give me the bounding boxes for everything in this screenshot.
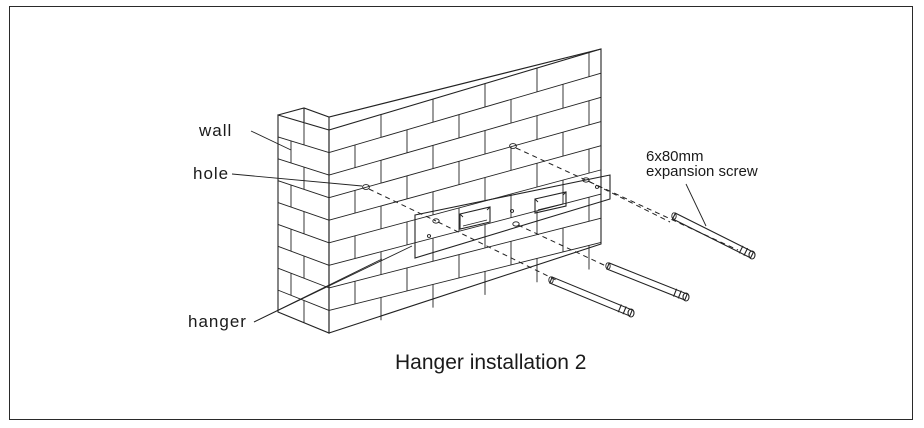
- wall-holes: [362, 143, 517, 190]
- wall-front-face: [328, 48, 602, 334]
- hanger-plate-outline: [414, 174, 611, 259]
- hanger-plate: [414, 174, 611, 259]
- front-brick-courses: [328, 52, 602, 321]
- expansion-screws: [548, 212, 756, 318]
- hanger-slot-left: [459, 206, 491, 230]
- label-hanger: hanger: [188, 312, 247, 331]
- expansion-screw-middle: [605, 262, 690, 302]
- leader-lines: [231, 130, 707, 323]
- figure-frame: [9, 6, 913, 420]
- label-screw-size: 6x80mm: [646, 148, 704, 165]
- wall-top-edge: [277, 48, 602, 118]
- figure-caption: Hanger installation 2: [395, 351, 586, 374]
- wall-hole-top: [509, 143, 517, 149]
- expansion-screw-top: [671, 212, 756, 260]
- label-wall: wall: [198, 121, 232, 140]
- alignment-lines: [368, 147, 739, 281]
- side-brick-courses: [277, 122, 330, 323]
- label-screw-type: expansion screw: [646, 163, 758, 180]
- wall-hole-left: [362, 184, 370, 190]
- label-hole: hole: [193, 164, 229, 183]
- brick-wall: [277, 48, 602, 334]
- expansion-screw-bottom: [548, 276, 635, 318]
- hanger-slot-right: [534, 191, 567, 214]
